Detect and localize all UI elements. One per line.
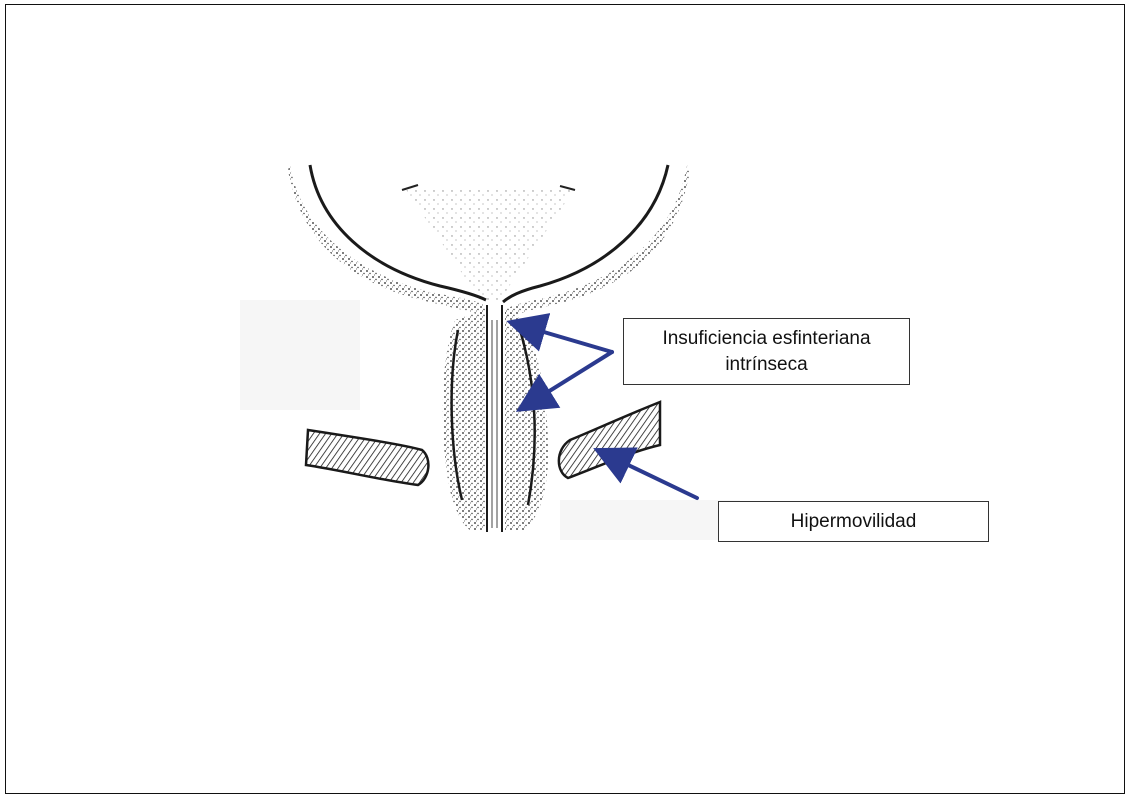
intrinsic-label-line1: Insuficiencia esfinteriana <box>624 326 909 352</box>
intrinsic-label-line2: intrínseca <box>624 352 909 378</box>
arrow-intrinsic-lower <box>543 352 612 395</box>
left-pubic-support <box>306 430 428 485</box>
bladder-wall <box>288 165 690 318</box>
arrow-hypermobility <box>622 462 697 498</box>
right-pubic-support <box>559 402 660 478</box>
intrinsic-sphincter-label: Insuficiencia esfinteriana intrínseca <box>623 318 910 385</box>
hypermobility-label-text: Hipermovilidad <box>719 509 988 535</box>
urethra <box>443 305 548 532</box>
hypermobility-label: Hipermovilidad <box>718 501 989 542</box>
arrow-intrinsic-upper <box>537 330 612 352</box>
